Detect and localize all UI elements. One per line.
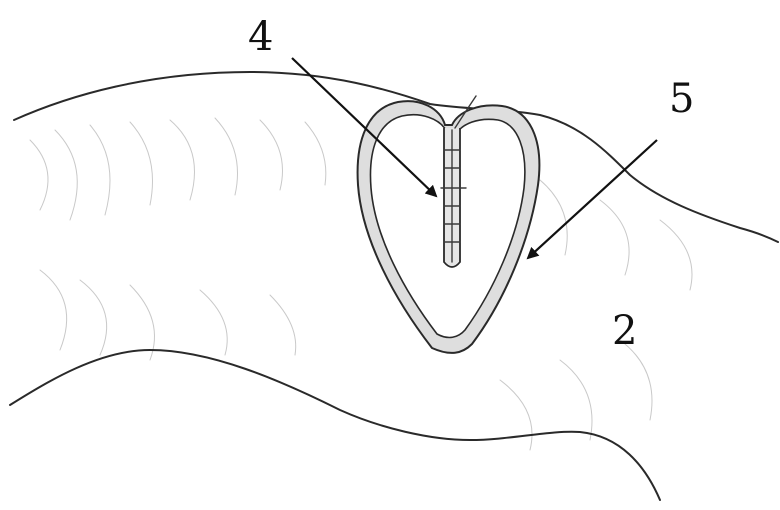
arrow-5 — [528, 140, 657, 258]
label-4: 4 — [248, 14, 273, 60]
label-2: 2 — [612, 308, 637, 354]
lower-tissue-border — [10, 350, 660, 500]
label-5: 5 — [669, 76, 694, 122]
